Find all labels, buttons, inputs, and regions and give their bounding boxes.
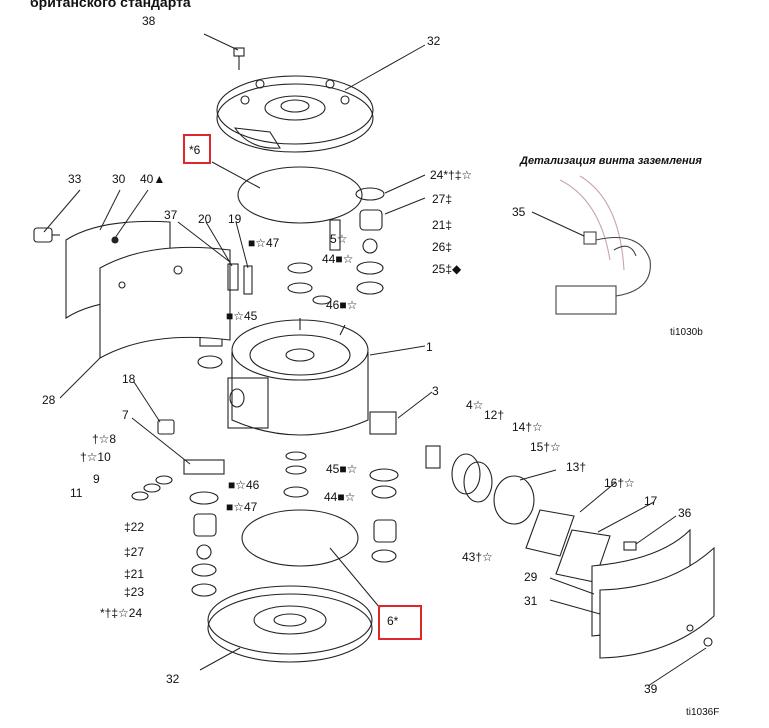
callout-25: 25‡◆ — [432, 262, 462, 276]
callout-20: 20 — [198, 212, 212, 226]
callout-46-bottom: ■☆46 — [228, 478, 260, 492]
ground-screw-inset-drawing — [555, 175, 651, 315]
callout-6-bottom: 6* — [387, 614, 399, 628]
callout-14: 14†☆ — [512, 420, 543, 434]
callout-6-top: *6 — [189, 143, 201, 157]
fitting-part — [157, 419, 175, 435]
callout-15: 15†☆ — [530, 440, 561, 454]
screw-part — [233, 47, 245, 70]
callout-37: 37 — [164, 208, 178, 222]
callout-45-bottom: 45■☆ — [326, 462, 358, 476]
callout-11: 11 — [70, 486, 83, 500]
callout-1: 1 — [426, 340, 433, 354]
callout-32-bottom: 32 — [166, 672, 180, 686]
screw-part — [623, 541, 637, 551]
callout-39: 39 — [644, 682, 658, 696]
lower-left-seat-stack — [189, 491, 219, 597]
callout-4: 4☆ — [466, 398, 484, 412]
top-cover-part — [216, 75, 374, 153]
center-housing-part — [227, 318, 369, 436]
callout-40: 40▲ — [140, 172, 166, 186]
callout-16: 16†☆ — [604, 476, 635, 490]
upper-diaphragm-part — [237, 166, 363, 224]
callout-27-bottom: ‡27 — [124, 545, 145, 559]
callout-46-top: 46■☆ — [326, 298, 358, 312]
callout-29: 29 — [524, 570, 538, 584]
callout-47-top: ■☆47 — [248, 236, 280, 250]
right-valve-assembly — [369, 411, 611, 583]
callout-10: †☆10 — [80, 450, 111, 464]
callout-19: 19 — [228, 212, 242, 226]
callout-36: 36 — [678, 506, 692, 520]
highlight-box-upper-diaphragm — [183, 134, 211, 164]
lower-center-parts — [283, 451, 399, 563]
callout-28: 28 — [42, 393, 56, 407]
bottom-cover-part — [207, 585, 373, 663]
callout-22: ‡22 — [124, 520, 145, 534]
right-shield-part — [591, 528, 715, 659]
plate-part — [243, 265, 253, 295]
callout-32-top: 32 — [427, 34, 441, 48]
callout-31: 31 — [524, 594, 538, 608]
callout-17: 17 — [644, 494, 658, 508]
callout-13: 13† — [566, 460, 587, 474]
callout-3: 3 — [432, 384, 439, 398]
highlight-box-lower-diaphragm — [378, 605, 422, 640]
inset-figure-code: ti1030b — [670, 327, 703, 338]
fitting-part — [33, 227, 60, 243]
inset-callout-35: 35 — [512, 205, 526, 219]
screw-part — [703, 637, 713, 647]
figure-code: ti1036F — [686, 707, 720, 718]
leader-lines — [43, 33, 707, 687]
lower-diaphragm-part — [241, 509, 359, 567]
callout-43: 43†☆ — [462, 550, 493, 564]
header-title-fragment: британского стандарта — [30, 0, 191, 10]
callout-44-top: 44■☆ — [322, 252, 354, 266]
inset-title: Детализация винта заземления — [520, 155, 702, 167]
callout-9: 9 — [93, 472, 100, 486]
callout-27-top: 27‡ — [432, 192, 453, 206]
left-shield-part — [65, 220, 231, 359]
callout-24-bottom: *†‡☆24 — [100, 606, 143, 620]
callout-47-bottom: ■☆47 — [226, 500, 258, 514]
callout-5: 5☆ — [330, 232, 348, 246]
callout-21-top: 21‡ — [432, 218, 453, 232]
callout-7: 7 — [122, 408, 129, 422]
callout-23: ‡23 — [124, 585, 145, 599]
left-shaft-assembly — [131, 459, 225, 501]
callout-18: 18 — [122, 372, 136, 386]
callout-44-bottom: 44■☆ — [324, 490, 356, 504]
callout-45-top: ■☆45 — [226, 309, 258, 323]
plate-part — [227, 263, 239, 291]
callout-33: 33 — [68, 172, 82, 186]
right-seat-stack — [355, 187, 385, 295]
callout-12: 12† — [484, 408, 505, 422]
callout-21-bottom: ‡21 — [124, 567, 145, 581]
callout-30: 30 — [112, 172, 126, 186]
callout-38: 38 — [142, 14, 156, 28]
callout-24-top: 24*†‡☆ — [430, 168, 473, 182]
callout-8: †☆8 — [92, 432, 117, 446]
callout-26: 26‡ — [432, 240, 453, 254]
